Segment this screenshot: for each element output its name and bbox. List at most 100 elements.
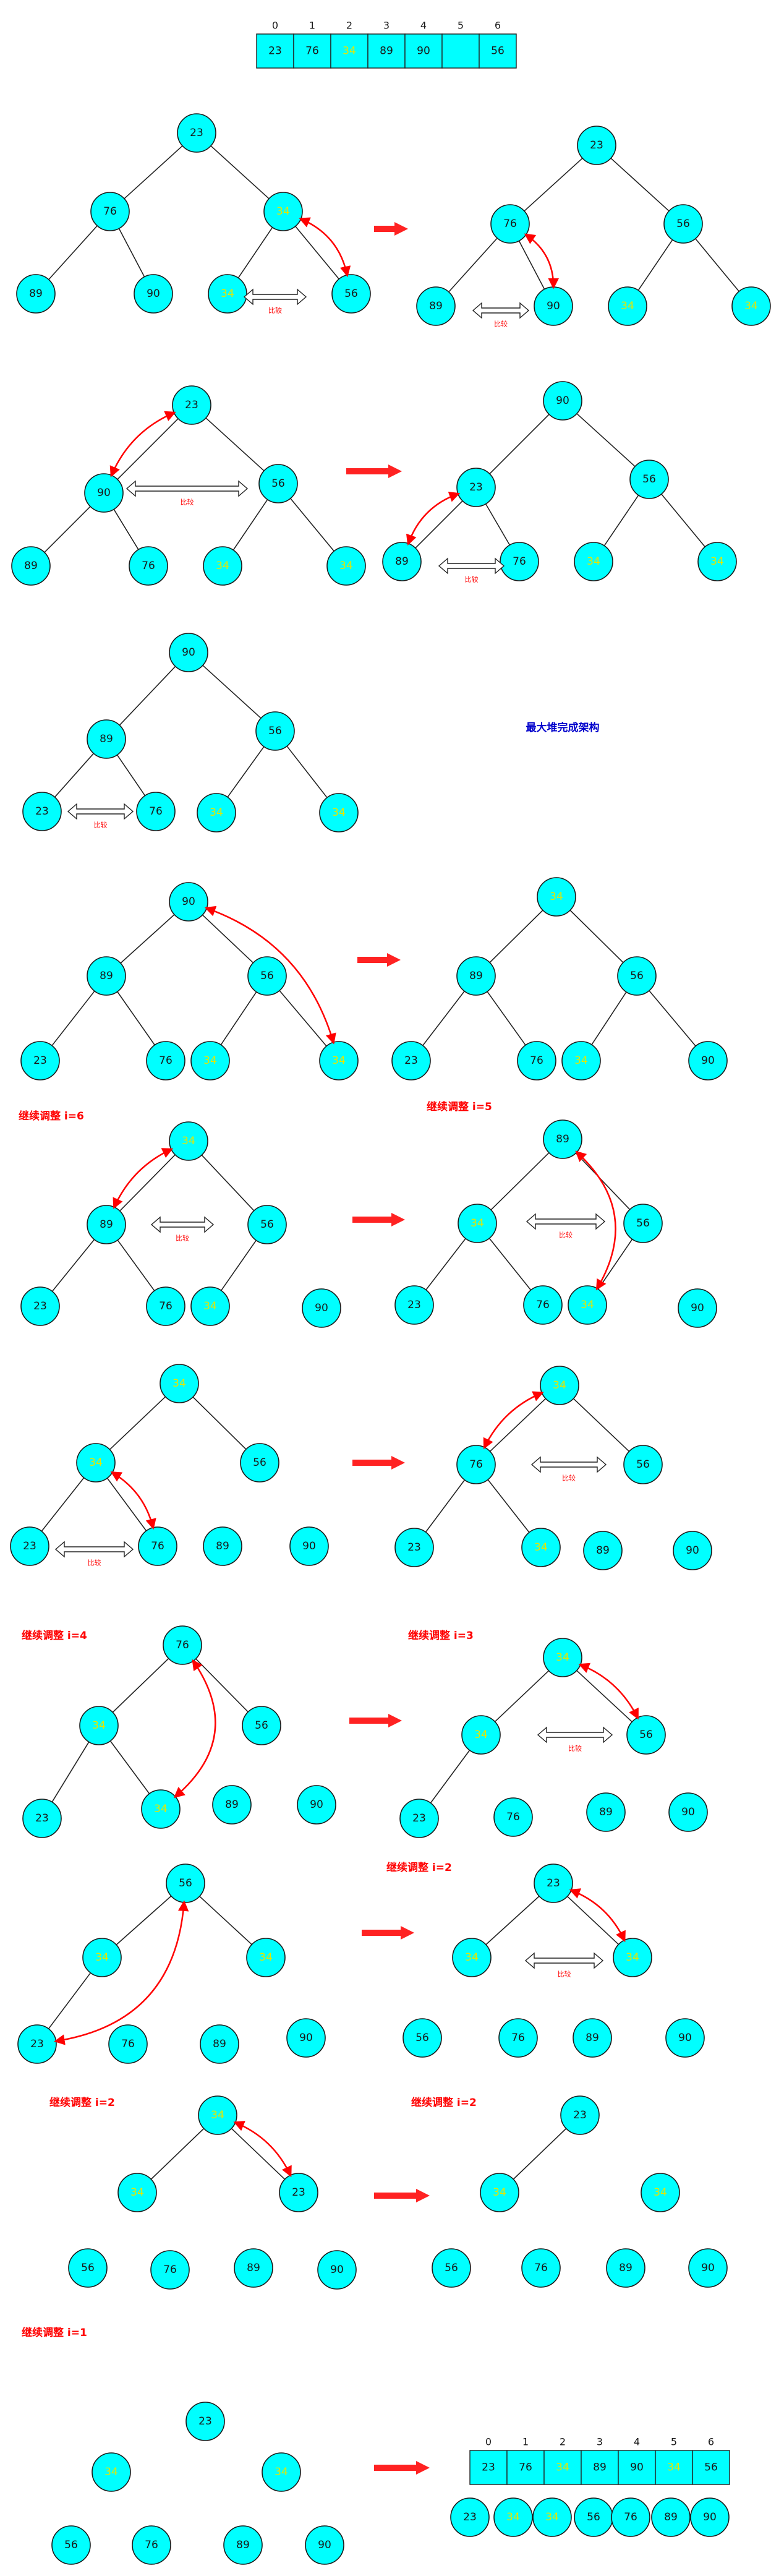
heap-node <box>611 2497 650 2537</box>
label-i6: 继续调整 i=6 <box>19 1110 84 1123</box>
swap-arrow <box>524 233 559 289</box>
heap-node <box>289 1526 329 1566</box>
heap-node-value: 23 <box>412 1812 426 1825</box>
tree-edge <box>117 991 155 1046</box>
tree-edge <box>232 499 268 550</box>
heap-node-value: 34 <box>203 1300 217 1312</box>
heap-node-value: 90 <box>681 1806 695 1818</box>
array-cell <box>581 2450 619 2485</box>
heap-node <box>190 1286 230 1326</box>
label-i3: 继续调整 i=3 <box>408 1629 474 1642</box>
heap-node <box>583 1531 623 1570</box>
swap-arrow <box>113 1148 174 1209</box>
heap-node-value: 89 <box>469 970 483 982</box>
heap-node <box>617 956 657 996</box>
heap-node <box>521 1528 561 1567</box>
heap-node <box>697 542 737 581</box>
heap-node <box>223 2525 263 2565</box>
heap-node <box>432 2248 471 2288</box>
tree-edge <box>118 228 145 277</box>
next-step-arrow <box>352 1456 405 1470</box>
array-cell-value: 90 <box>630 2462 644 2474</box>
heap-node <box>76 1443 116 1483</box>
heap-node <box>172 385 211 425</box>
heap-node <box>613 1938 652 1977</box>
heap-node <box>10 1526 49 1566</box>
tree-edge <box>116 1895 172 1946</box>
heap-node <box>532 2497 572 2537</box>
heap-node-value: 34 <box>574 1055 588 1067</box>
array-table <box>256 33 517 69</box>
array-cell <box>479 33 517 69</box>
swap-arrow <box>54 1900 189 2045</box>
heap-node-value: 76 <box>151 1540 164 1552</box>
heap-node-value: 56 <box>630 970 644 982</box>
heap-node-value: 76 <box>511 2032 525 2044</box>
heap-node-value: 76 <box>145 2539 158 2551</box>
tree-edge <box>117 1239 155 1291</box>
array-index: 6 <box>708 2436 714 2448</box>
heap-node <box>146 1286 185 1326</box>
heap-node-value: 56 <box>636 1458 650 1471</box>
tree-edge <box>485 503 511 546</box>
array-table <box>469 2450 730 2485</box>
heap-node <box>87 956 126 996</box>
heap-node <box>247 1205 287 1244</box>
tree-edge <box>513 2128 567 2180</box>
heap-node-value: 90 <box>310 1799 323 1811</box>
tree-edge <box>591 991 627 1045</box>
heap-node-value: 56 <box>415 2032 429 2044</box>
array-index: 4 <box>420 20 427 32</box>
tree-edge <box>569 910 624 963</box>
array-index: 5 <box>671 2436 677 2448</box>
heap-node-value: 23 <box>33 1055 47 1067</box>
array-index: 2 <box>560 2436 566 2448</box>
array-cell-value: 76 <box>305 45 319 58</box>
tree-edge <box>48 1972 92 2029</box>
heap-node <box>198 2095 237 2135</box>
heap-node-value: 34 <box>626 1951 639 1964</box>
heap-node-value: 56 <box>639 1729 653 1741</box>
heap-node-value: 34 <box>654 2186 667 2199</box>
heap-node <box>20 1286 60 1326</box>
heap-node <box>456 1445 496 1484</box>
heap-node-value: 34 <box>493 2186 506 2199</box>
heap-node <box>458 1204 497 1243</box>
tree-edge <box>488 1238 532 1291</box>
heap-node-value: 89 <box>596 1544 610 1557</box>
heap-node <box>493 2497 533 2537</box>
next-step-arrow <box>362 1926 414 1940</box>
tree-edge <box>279 990 327 1046</box>
heap-node-value: 89 <box>100 733 113 745</box>
tree-edge <box>202 665 262 719</box>
heap-node-value: 90 <box>691 1302 704 1314</box>
heap-node <box>606 2248 645 2288</box>
heap-node <box>263 192 303 231</box>
heap-node-value: 23 <box>547 1877 560 1889</box>
heap-node <box>663 204 703 244</box>
heap-node-value: 56 <box>255 1719 268 1732</box>
heap-node-value: 90 <box>330 2264 344 2276</box>
heap-node <box>391 1041 431 1080</box>
heap-node <box>500 542 539 581</box>
array-index: 2 <box>346 20 352 32</box>
heap-node-value: 23 <box>292 2186 305 2199</box>
heap-node <box>132 2525 171 2565</box>
heap-node <box>16 274 56 314</box>
heap-node <box>258 464 298 503</box>
heap-node <box>262 2452 301 2492</box>
tree-edge <box>290 498 334 552</box>
swap-arrow <box>406 491 461 546</box>
heap-node <box>117 2173 157 2212</box>
heap-node-value: 89 <box>100 970 113 982</box>
heap-node-value: 76 <box>121 2038 135 2050</box>
heap-node <box>169 1121 208 1161</box>
heap-node-value: 90 <box>302 1540 316 1552</box>
heap-node-value: 34 <box>259 1951 273 1964</box>
heap-node-value: 90 <box>556 395 569 407</box>
tree-edge <box>201 1155 255 1211</box>
swap-arrow <box>109 411 176 477</box>
heap-node-value: 34 <box>275 2466 288 2478</box>
compare-arrow <box>126 480 249 497</box>
